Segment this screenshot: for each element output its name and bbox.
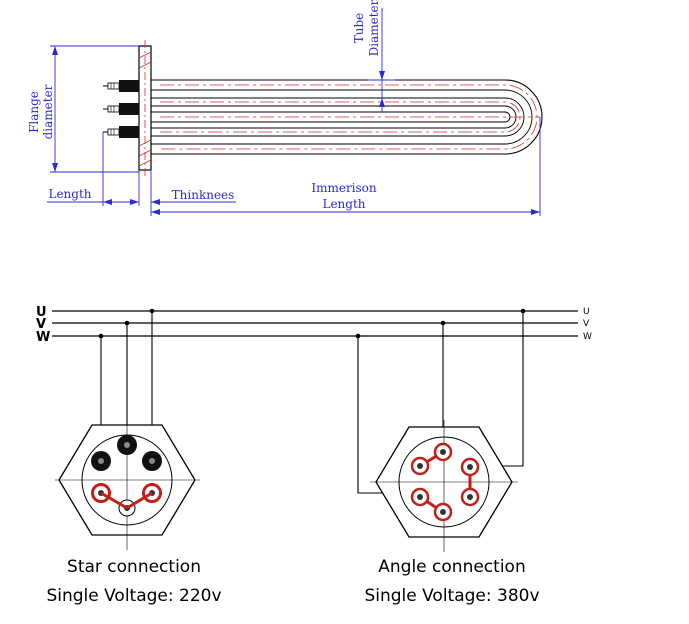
dimension-arrows [52,46,540,215]
flange-diameter-label-1: Flange [27,91,41,133]
angle-connection-title: Angle connection [378,557,525,577]
angle-connection-voltage: Single Voltage: 380v [364,586,539,606]
thickness-label: Thinknees [172,188,235,202]
length-label: Length [48,187,91,201]
terminal-bottom [103,126,139,138]
bus-label-u: U [36,305,47,320]
tube-diameter-label-2: Diameter [367,0,381,56]
star-connection-voltage: Single Voltage: 220v [46,586,221,606]
terminal-top [103,80,139,92]
star-connection-block [55,420,200,550]
star-jumpers [91,483,162,510]
tube-diameter-label-1: Tube [352,13,366,44]
angle-connection-block [370,420,518,552]
wiring-diagram: U V W U V W [36,305,592,606]
terminal-middle [103,103,139,115]
bus-label-v-right: V [583,319,590,329]
heater-drawing: Flange diameter Tube Diameter Length Thi… [27,0,543,216]
tube-centerlines [160,84,540,150]
dimension-lines [47,8,541,216]
bus-bars [52,310,578,337]
bus-label-w: W [36,330,50,345]
star-connection-title: Star connection [67,557,201,577]
flange-diameter-label-2: diameter [41,84,55,139]
angle-terminals [410,442,480,522]
tube-inner-4 [151,111,511,123]
immersion-label-1: Immerison [311,181,377,195]
tube-inner-1 [151,89,533,145]
immersion-label-2: Length [322,197,365,211]
bus-label-v: V [36,317,46,332]
bus-label-w-right: W [583,332,592,342]
bus-label-u-right: U [583,307,590,317]
tube-outline [151,79,543,155]
